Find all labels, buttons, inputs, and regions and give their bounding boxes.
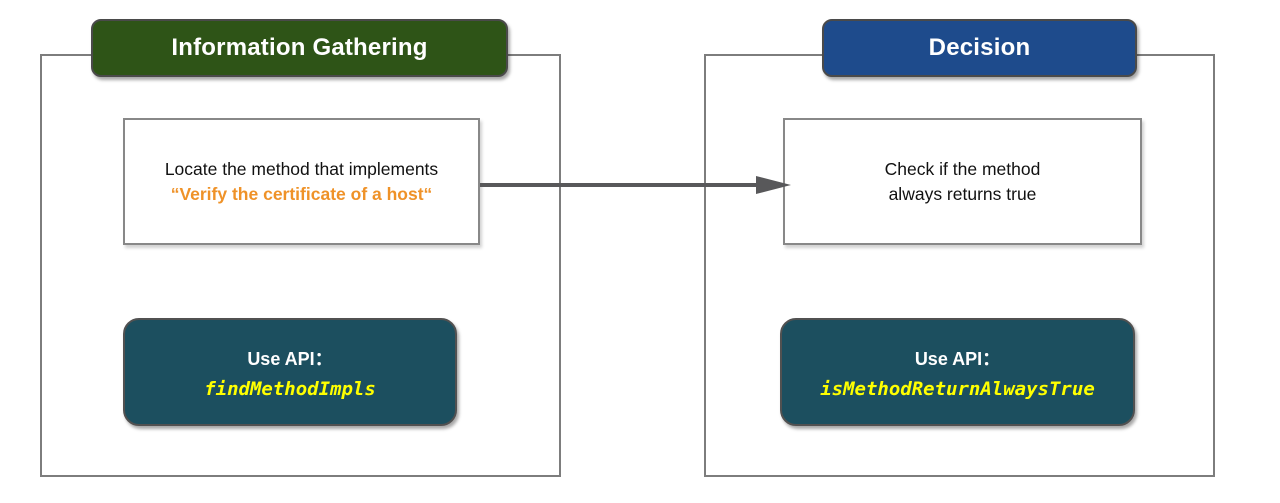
step-box-check-return: Check if the method always returns true [783, 118, 1142, 245]
step-text-line: always returns true [888, 183, 1037, 204]
step-box-locate-method: Locate the method that implements “Verif… [123, 118, 480, 245]
api-box-is-method-return-always-true: Use API： isMethodReturnAlwaysTrue [780, 318, 1135, 426]
step-text-line: Locate the method that implements [164, 158, 439, 179]
step-text-highlighted-quote: “Verify the certificate of a host“ [170, 183, 433, 204]
use-api-label: Use API： [247, 348, 333, 369]
step-text-line: Check if the method [884, 158, 1041, 179]
stage-title-information-gathering: Information Gathering [91, 19, 508, 77]
api-name-isMethodReturnAlwaysTrue: isMethodReturnAlwaysTrue [820, 377, 1095, 400]
stage-title-decision: Decision [822, 19, 1137, 77]
api-box-find-method-impls: Use API： findMethodImpls [123, 318, 457, 426]
use-api-label: Use API： [914, 348, 1001, 369]
flow-arrow-icon [480, 176, 791, 194]
api-name-findMethodImpls: findMethodImpls [204, 377, 376, 400]
